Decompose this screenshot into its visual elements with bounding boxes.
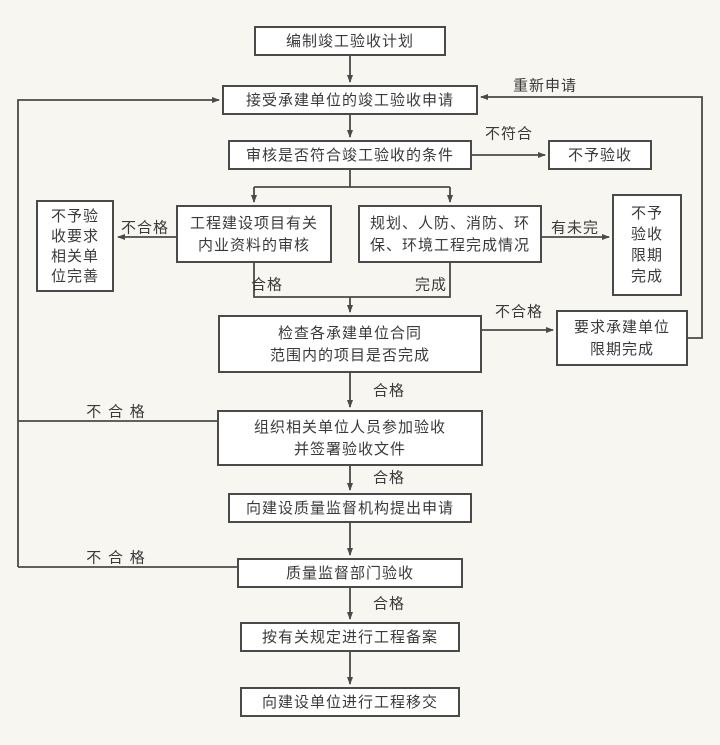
- connector-status-merge: [350, 263, 451, 298]
- node-plan: 编制竣工验收计划: [254, 26, 446, 56]
- edge-label-qualified-check: 合格: [372, 381, 406, 400]
- edge-label-unqualified-check: 不合格: [494, 302, 544, 321]
- node-apply-supervision: 向建设质量监督机构提出申请: [228, 493, 472, 523]
- edge-label-qualified-docs: 合格: [250, 275, 284, 294]
- node-accept-application: 接受承建单位的竣工验收申请: [222, 85, 478, 115]
- edge-label-reapply: 重新申请: [512, 76, 578, 95]
- edge-label-complete: 完成: [414, 275, 448, 294]
- connector-reapply-loop: [480, 94, 703, 339]
- node-completion-status: 规划、人防、消防、环 保、环境工程完成情况: [358, 205, 542, 263]
- edge-label-qualified-supervision: 合格: [372, 594, 406, 613]
- edge-label-incomplete: 有未完: [550, 218, 600, 237]
- node-internal-docs-review: 工程建设项目有关 内业资料的审核: [176, 205, 332, 263]
- node-deadline-complete: 不予 验收 限期 完成: [612, 194, 682, 296]
- node-organize-acceptance: 组织相关单位人员参加验收 并签署验收文件: [217, 410, 483, 466]
- edge-label-unqualified-supervision: 不 合 格: [86, 548, 146, 567]
- node-handover: 向建设单位进行工程移交: [240, 687, 460, 717]
- node-no-acceptance: 不予验收: [548, 140, 652, 170]
- edge-label-unqualified-organize: 不 合 格: [86, 402, 146, 421]
- node-require-deadline: 要求承建单位 限期完成: [556, 310, 688, 366]
- node-review-conditions: 审核是否符合竣工验收的条件: [228, 140, 472, 170]
- node-supervision-acceptance: 质量监督部门验收: [237, 558, 463, 588]
- node-check-contract-scope: 检查各承建单位合同 范围内的项目是否完成: [218, 315, 482, 373]
- edge-label-unqualified-docs: 不合格: [120, 218, 170, 237]
- node-filing: 按有关规定进行工程备案: [240, 622, 460, 652]
- edge-label-qualified-organize: 合格: [372, 468, 406, 487]
- connector-docs-merge: [253, 263, 350, 298]
- node-improve-units: 不予验 收要求 相关单 位完善: [36, 200, 114, 292]
- edge-label-not-conform: 不符合: [484, 124, 534, 143]
- connector-left-return: [17, 97, 220, 567]
